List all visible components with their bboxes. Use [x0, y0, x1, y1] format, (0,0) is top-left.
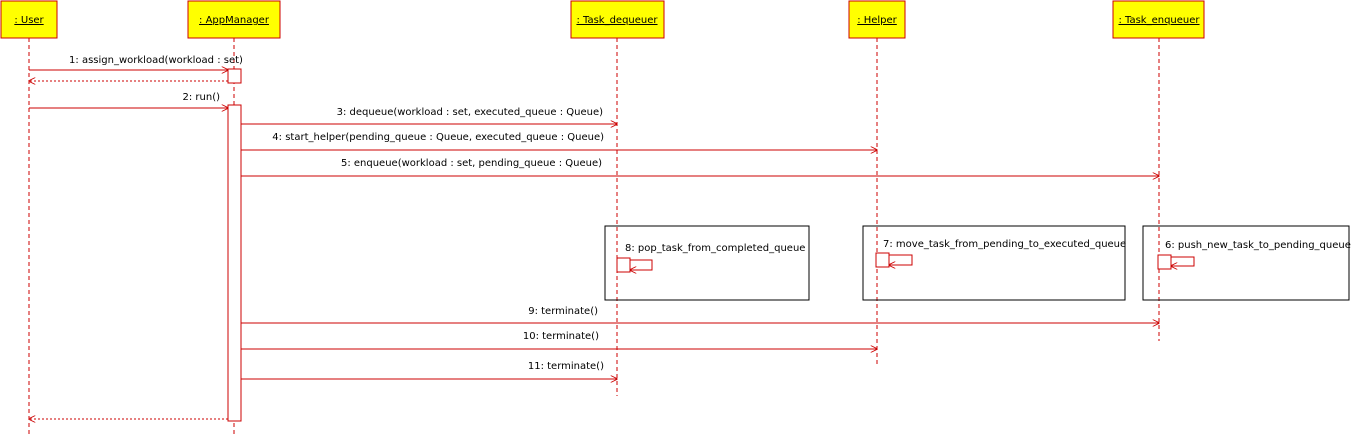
message-label: 9: terminate(): [528, 306, 598, 317]
participant-dequeuer[interactable]: : Task_dequeuer: [570, 0, 665, 39]
message-label: 11: terminate(): [528, 361, 604, 372]
message-label: 2: run(): [183, 92, 221, 103]
participant-appmanager[interactable]: : AppManager: [187, 0, 281, 39]
participant-user[interactable]: : User: [0, 0, 58, 39]
activation-helper: [875, 252, 890, 268]
message-label: 4: start_helper(pending_queue : Queue, e…: [272, 132, 604, 143]
self-message-arrow: [889, 254, 913, 265]
participant-label: : Helper: [857, 15, 897, 26]
activation-appmanager-1: [227, 68, 242, 84]
activation-appmanager-2: [227, 104, 242, 422]
self-message-frame-dequeuer: 8: pop_task_from_completed_queue: [604, 225, 810, 301]
activation-enqueuer: [1157, 254, 1172, 270]
message-label: 5: enqueue(workload : set, pending_queue…: [341, 158, 602, 169]
participant-label: : Task_dequeuer: [576, 15, 658, 26]
self-message-label: 7: move_task_from_pending_to_executed_qu…: [883, 239, 1126, 250]
self-message-frame-helper: 7: move_task_from_pending_to_executed_qu…: [862, 225, 1126, 301]
self-message-label: 6: push_new_task_to_pending_queue: [1165, 240, 1351, 251]
participant-enqueuer[interactable]: : Task_enqueuer: [1112, 0, 1205, 39]
self-message-label: 8: pop_task_from_completed_queue: [625, 243, 805, 254]
participant-label: : Task_enqueuer: [1118, 15, 1200, 26]
participant-label: : User: [14, 15, 44, 26]
message-label: 3: dequeue(workload : set, executed_queu…: [337, 107, 603, 118]
self-message-arrow: [630, 259, 653, 270]
message-label: 1: assign_workload(workload : set): [69, 55, 243, 66]
participant-helper[interactable]: : Helper: [848, 0, 906, 39]
participant-label: : AppManager: [199, 15, 270, 26]
activation-dequeuer: [616, 257, 631, 273]
message-label: 10: terminate(): [523, 331, 599, 342]
self-message-arrow: [1171, 256, 1195, 266]
self-message-frame-enqueuer: 6: push_new_task_to_pending_queue: [1142, 225, 1351, 301]
